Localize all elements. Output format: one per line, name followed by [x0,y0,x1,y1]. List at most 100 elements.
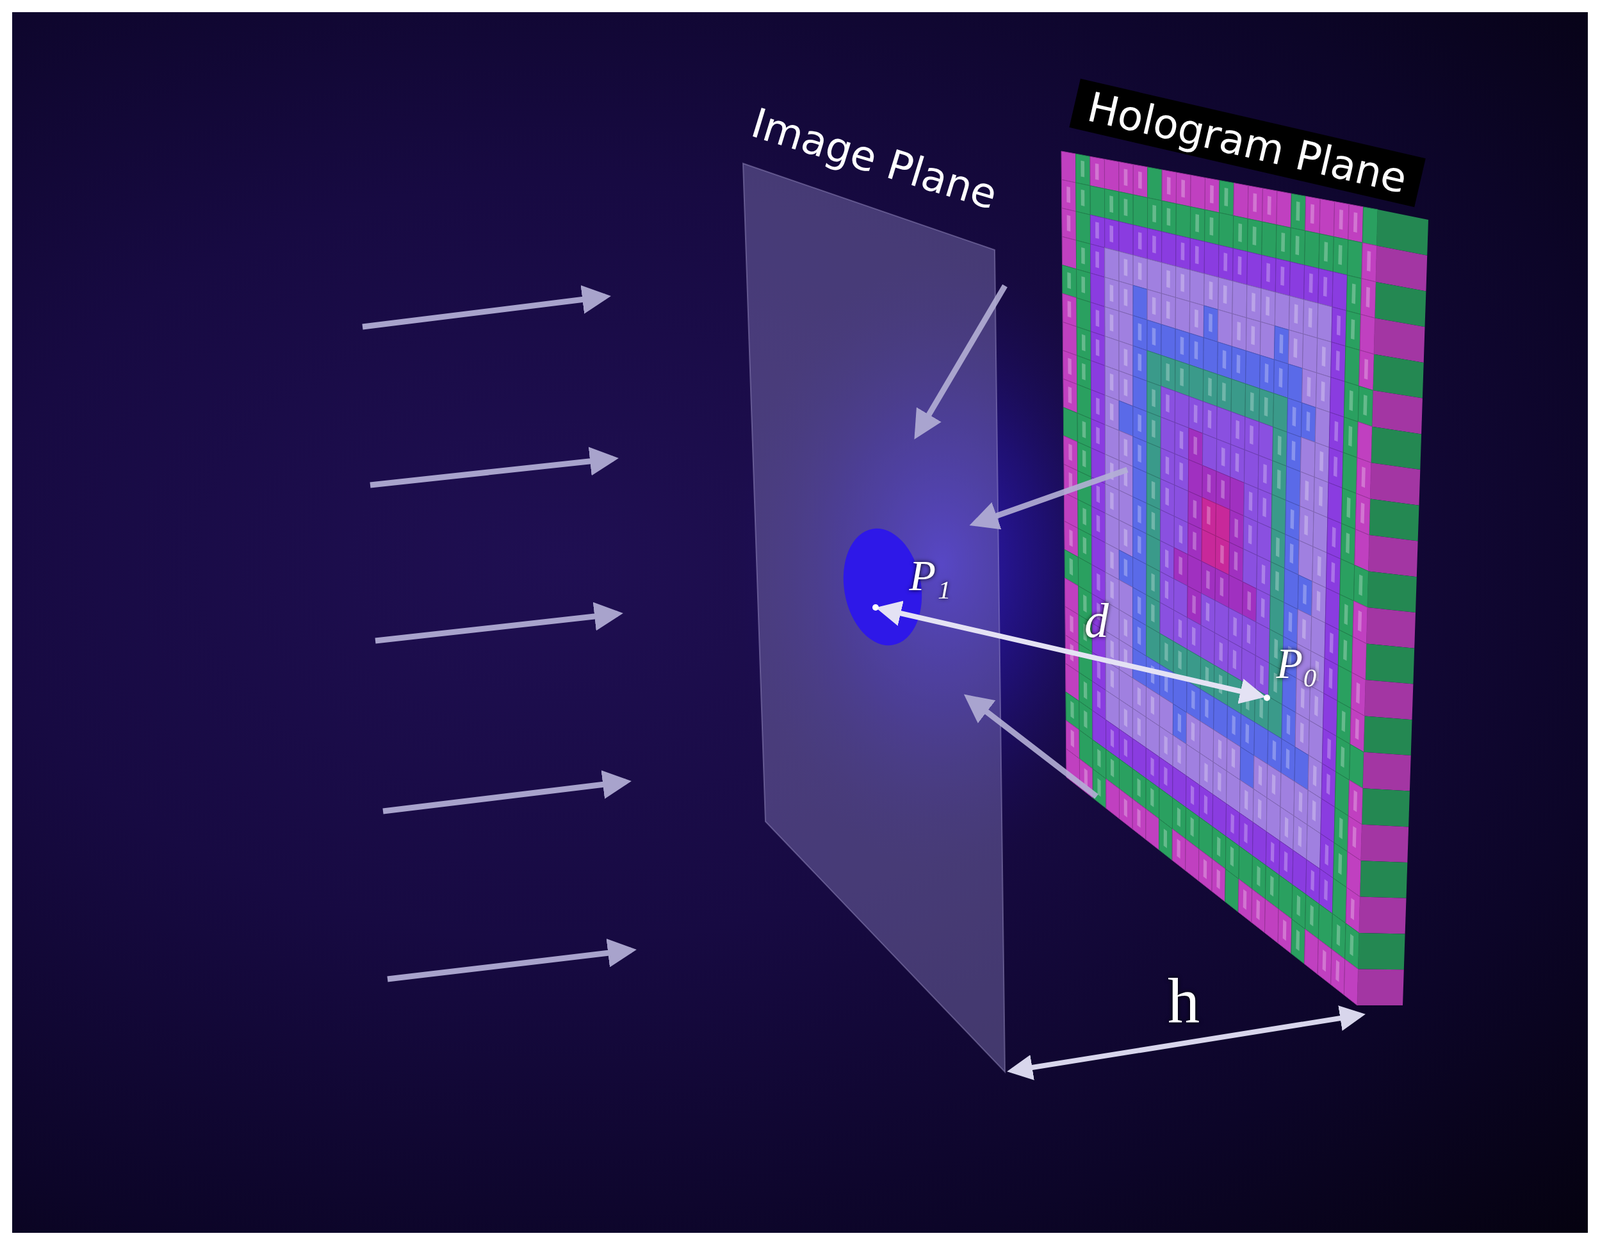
hologram-pixel [1346,274,1362,314]
hologram-pixel [1331,306,1347,346]
hologram-pixel [1357,385,1373,426]
pixel-mark [1222,382,1226,402]
pixel-mark [1096,514,1101,533]
pixel-mark [1138,231,1143,250]
hologram-pixel [1328,447,1344,488]
hologram-pixel [1076,269,1091,303]
hologram-pixel [1289,227,1305,265]
dimension-label: h [1167,968,1200,1033]
pixel-mark [1319,450,1324,472]
pixel-mark [1207,473,1212,494]
pixel-mark [1138,322,1143,341]
pixel-mark [1163,766,1168,786]
pixel-mark [1068,386,1073,404]
pixel-mark [1339,209,1344,230]
hologram-edge [1359,896,1407,934]
hologram-pixel [1133,194,1148,229]
hologram-pixel [1133,406,1148,442]
hologram-pixel [1133,375,1148,412]
hologram-pixel [1175,266,1191,302]
hologram-pixel [1189,301,1205,338]
hologram-pixel [1175,359,1190,397]
hologram-pixel [1066,748,1080,788]
pixel-mark [1250,391,1255,412]
pixel-mark [1317,555,1322,576]
pixel-mark [1110,373,1114,392]
hologram-pixel [1133,315,1148,351]
hologram-pixel [1104,247,1119,282]
pixel-mark [1124,708,1128,727]
pixel-mark [1270,841,1275,863]
pixel-mark [1316,590,1321,612]
pixel-mark [1309,904,1314,927]
hologram-edge [1365,643,1415,685]
pixel-mark [1137,686,1141,706]
pixel-mark [1230,846,1235,867]
pixel-mark [1247,623,1251,644]
pixel-mark [1272,739,1277,761]
pixel-mark [1110,758,1114,777]
hologram-pixel [1104,158,1119,192]
pixel-mark [1165,580,1169,600]
pixel-mark [1222,349,1227,369]
pixel-mark [1218,641,1223,662]
hologram-pixel [1190,206,1205,243]
hologram-pixel [1345,345,1361,386]
hologram-edge [1363,715,1412,756]
hologram-pixel [1118,400,1134,437]
hologram-pixel [1076,240,1091,273]
hologram-pixel [1216,406,1232,445]
pixel-mark [1223,285,1228,304]
pixel-mark [1216,868,1221,890]
hologram-pixel [1272,460,1287,501]
pixel-mark [1218,739,1223,760]
diffracted-arrow [968,697,1097,797]
pixel-mark [1067,300,1072,318]
hologram-pixel [1298,540,1314,582]
hologram-pixel [1231,379,1246,417]
hologram-pixel [1300,436,1315,477]
pixel-mark [1137,626,1141,645]
distance-d-arrow [880,608,1261,696]
hologram-pixel [1218,277,1233,314]
hologram-pixel [1118,340,1134,376]
pixel-mark [1194,309,1199,328]
pixel-mark [1341,710,1346,733]
pixel-mark [1163,828,1168,849]
hologram-pixel [1190,238,1205,274]
hologram-pixel [1318,268,1333,307]
hologram-pixel [1104,188,1119,222]
hologram-pixel [1355,493,1371,535]
hologram-pixel [1190,269,1205,306]
pixel-mark [1181,179,1185,198]
hologram-pixel [1313,511,1328,553]
pixel-mark [1291,440,1296,462]
hologram-pixel [1303,299,1319,339]
hologram-edge [1359,860,1408,898]
hologram-pixel [1061,208,1077,241]
hologram-pixel [1270,527,1286,569]
hologram-pixel [1118,221,1134,255]
pixel-mark [1322,949,1327,972]
pixel-mark [1164,735,1168,755]
pixel-mark [1097,748,1101,768]
hologram-pixel [1076,355,1091,391]
pixel-mark [1320,381,1325,402]
pixel-mark [1095,221,1100,239]
pixel-mark [1327,737,1331,760]
hologram-edge [1369,498,1420,542]
hologram-pixel [1219,180,1235,216]
hologram-pixel [1174,453,1189,491]
pixel-mark [1209,185,1214,204]
hologram-pixel [1284,568,1299,610]
hologram-pixel [1229,477,1244,517]
pixel-mark [1257,798,1262,820]
pixel-mark [1124,648,1128,667]
pixel-mark [1208,409,1212,429]
pixel-mark [1165,548,1169,568]
hologram-pixel [1330,948,1346,995]
hologram-pixel [1247,185,1263,222]
pixel-mark [1177,712,1182,733]
hologram-pixel [1362,206,1378,246]
pixel-mark [1151,481,1155,500]
